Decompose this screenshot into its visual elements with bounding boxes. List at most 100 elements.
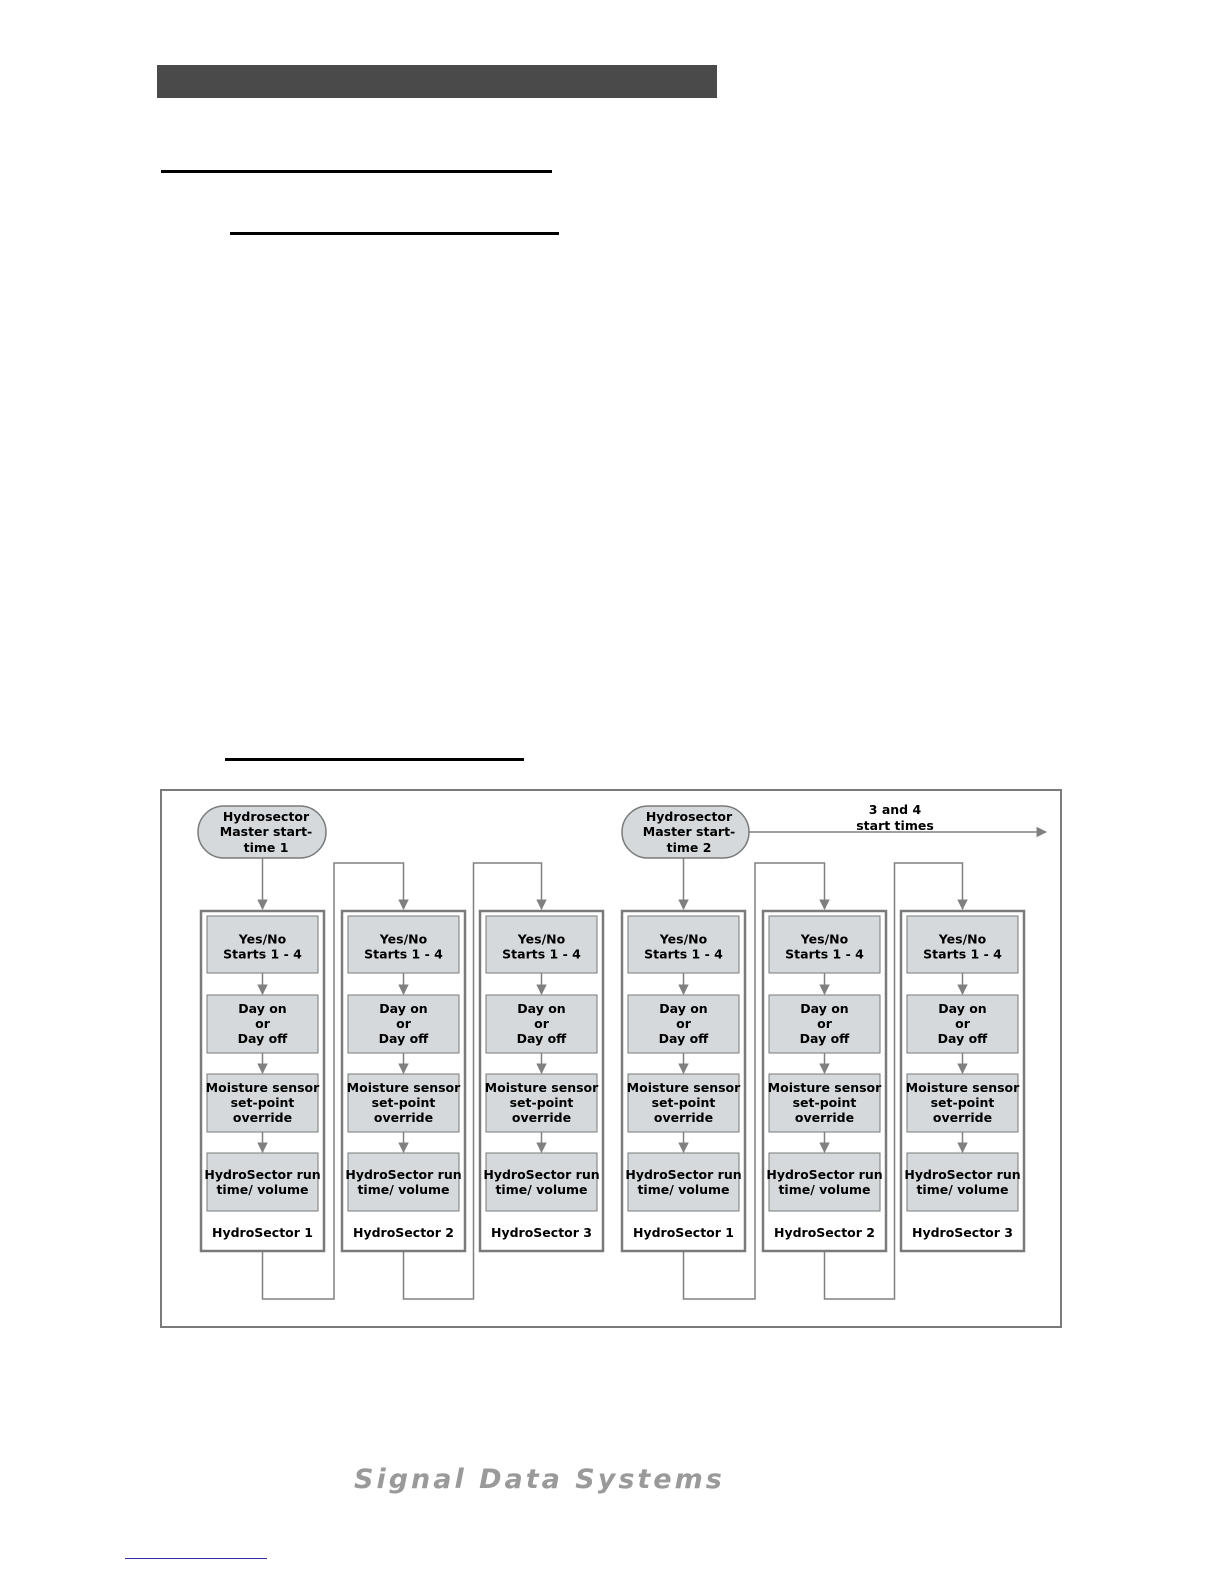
step-box-text: Day off (659, 1031, 710, 1046)
step-box-text: Starts 1 - 4 (364, 947, 443, 962)
step-box-text: time/ volume (216, 1182, 308, 1197)
step-box-text: Day on (379, 1001, 427, 1016)
master-start-2-line-2: Master start- (643, 824, 735, 839)
step-box (768, 994, 881, 1054)
sector-label: HydroSector 2 (353, 1225, 454, 1240)
step-box (627, 994, 740, 1054)
step-box-text: Day on (659, 1001, 707, 1016)
subheading-underline (230, 232, 559, 235)
more-starts-line-1: 3 and 4 (869, 802, 922, 817)
step-box-text: set-point (931, 1095, 995, 1110)
step-box-text: override (233, 1110, 292, 1125)
step-box-text: Moisture sensor (206, 1080, 320, 1095)
step-box-text: Day on (800, 1001, 848, 1016)
step-box-text: HydroSector run (766, 1167, 882, 1182)
step-box-text: set-point (510, 1095, 574, 1110)
step-box-text: Moisture sensor (906, 1080, 1020, 1095)
more-starts-line-2: start times (856, 818, 934, 833)
step-box (206, 915, 319, 974)
step-box-text: override (512, 1110, 571, 1125)
step-box-text: Yes/No (938, 932, 987, 947)
master-start-2: Hydrosector Master start- time 2 (621, 805, 750, 859)
step-box-text: Starts 1 - 4 (502, 947, 581, 962)
step-box-text: Yes/No (800, 932, 849, 947)
sector-connector-line (682, 862, 830, 1300)
step-box-text: or (955, 1016, 971, 1031)
sector-label: HydroSector 3 (912, 1225, 1013, 1240)
sector-connector-line (823, 862, 968, 1300)
step-box-text: Day off (938, 1031, 989, 1046)
master-start-2-line-1: Hydrosector (646, 809, 733, 824)
step-box-text: set-point (793, 1095, 857, 1110)
step-box-text: Starts 1 - 4 (644, 947, 723, 962)
step-box (906, 1073, 1019, 1133)
step-box-text: Day off (238, 1031, 289, 1046)
master-start-1-line-3: time 1 (244, 840, 289, 855)
step-box-text: override (933, 1110, 992, 1125)
step-box-text: time/ volume (778, 1182, 870, 1197)
step-box-text: time/ volume (357, 1182, 449, 1197)
step-box-text: override (654, 1110, 713, 1125)
footer-brand-logo: Signal Data Systems (354, 1464, 725, 1495)
step-box-text: Day on (517, 1001, 565, 1016)
step-box-text: HydroSector run (625, 1167, 741, 1182)
step-box (206, 1152, 319, 1212)
step-box-text: HydroSector run (904, 1167, 1020, 1182)
step-box (627, 1152, 740, 1212)
step-box (347, 1152, 460, 1212)
step-box-text: Yes/No (517, 932, 566, 947)
step-box (627, 1073, 740, 1133)
step-box-text: or (676, 1016, 692, 1031)
step-box (768, 1073, 881, 1133)
step-box-text: set-point (652, 1095, 716, 1110)
diagram-frame (160, 789, 1062, 1328)
step-box (206, 1073, 319, 1133)
figure-heading-underline (225, 758, 524, 761)
section-header-bar (157, 65, 717, 98)
step-box-text: Moisture sensor (627, 1080, 741, 1095)
step-box-text: Moisture sensor (485, 1080, 599, 1095)
sector-connector-line (402, 862, 547, 1300)
step-box-text: or (396, 1016, 412, 1031)
step-box (906, 994, 1019, 1054)
step-box-text: Yes/No (379, 932, 428, 947)
footer-link-rule (125, 1558, 267, 1559)
heading-underline (161, 170, 552, 173)
step-box (906, 915, 1019, 974)
step-box-text: time/ volume (916, 1182, 1008, 1197)
master-start-1: Hydrosector Master start- time 1 (197, 805, 327, 859)
step-box-text: Starts 1 - 4 (223, 947, 302, 962)
step-box-text: override (374, 1110, 433, 1125)
step-box-text: Moisture sensor (347, 1080, 461, 1095)
sector-label: HydroSector 1 (212, 1225, 313, 1240)
step-box (906, 1152, 1019, 1212)
step-box (347, 1073, 460, 1133)
sector-connectors (257, 858, 968, 1300)
sector-label: HydroSector 2 (774, 1225, 875, 1240)
step-box-text: set-point (372, 1095, 436, 1110)
step-box (347, 915, 460, 974)
step-box-text: Day on (238, 1001, 286, 1016)
step-box-text: Starts 1 - 4 (785, 947, 864, 962)
sector-connector-line (261, 862, 409, 1300)
step-box-text: HydroSector run (483, 1167, 599, 1182)
step-box-text: Day off (800, 1031, 851, 1046)
step-box-text: time/ volume (495, 1182, 587, 1197)
step-box-text: Starts 1 - 4 (923, 947, 1002, 962)
sector-label: HydroSector 3 (491, 1225, 592, 1240)
step-box (485, 994, 598, 1054)
sector-label: HydroSector 1 (633, 1225, 734, 1240)
step-box-text: Day on (938, 1001, 986, 1016)
master-start-2-line-3: time 2 (667, 840, 712, 855)
step-box-text: or (817, 1016, 833, 1031)
step-box-text: HydroSector run (345, 1167, 461, 1182)
step-box-text: Yes/No (659, 932, 708, 947)
step-box (485, 1152, 598, 1212)
